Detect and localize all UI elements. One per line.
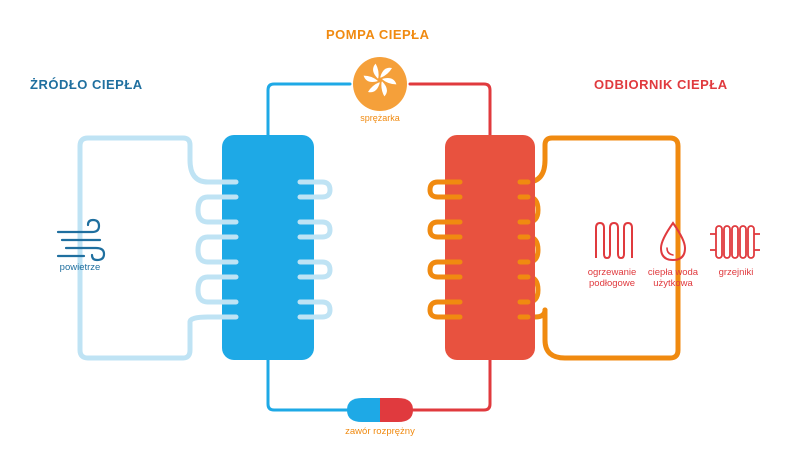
expansion-valve (347, 398, 413, 422)
source-coil (187, 157, 333, 325)
receiver-loop (427, 135, 681, 361)
water-drop-icon (659, 221, 687, 262)
label-floor-heating-line2: podłogowe (589, 278, 635, 289)
label-radiators: grzejniki (718, 267, 754, 278)
label-floor-heating: ogrzewanie podłogowe (580, 267, 644, 289)
source-coil-front (205, 179, 325, 320)
receiver-coil (427, 157, 548, 320)
heading-heat-receiver: ODBIORNIK CIEPŁA (594, 77, 728, 92)
label-air: powietrze (59, 262, 101, 273)
heading-heat-source: ŻRÓDŁO CIEPŁA (30, 77, 143, 92)
label-hot-water-line2: użytkowa (653, 278, 693, 289)
refrigerant-loop (266, 82, 492, 412)
radiator-icon (710, 225, 760, 259)
label-hot-water: ciepła woda użytkowa (640, 267, 706, 289)
pipe-to-compressor (266, 82, 352, 142)
receiver-loop-outer (542, 135, 681, 361)
receiver-coil-front (435, 179, 531, 320)
condenser-block (445, 135, 535, 360)
evaporator-block (222, 135, 314, 360)
label-valve: zawór rozprężny (345, 426, 415, 437)
label-compressor: sprężarka (360, 113, 400, 123)
label-hot-water-line1: ciepła woda (647, 267, 699, 278)
floor-heating-icon (595, 222, 633, 259)
pipe-from-valve (266, 358, 352, 412)
fan-icon (353, 57, 407, 111)
pipe-to-valve (408, 358, 492, 412)
label-floor-heating-line1: ogrzewanie (587, 267, 637, 278)
pipe-from-compressor (408, 82, 492, 142)
wind-icon (56, 218, 106, 262)
heading-heat-pump: POMPA CIEPŁA (326, 27, 430, 42)
